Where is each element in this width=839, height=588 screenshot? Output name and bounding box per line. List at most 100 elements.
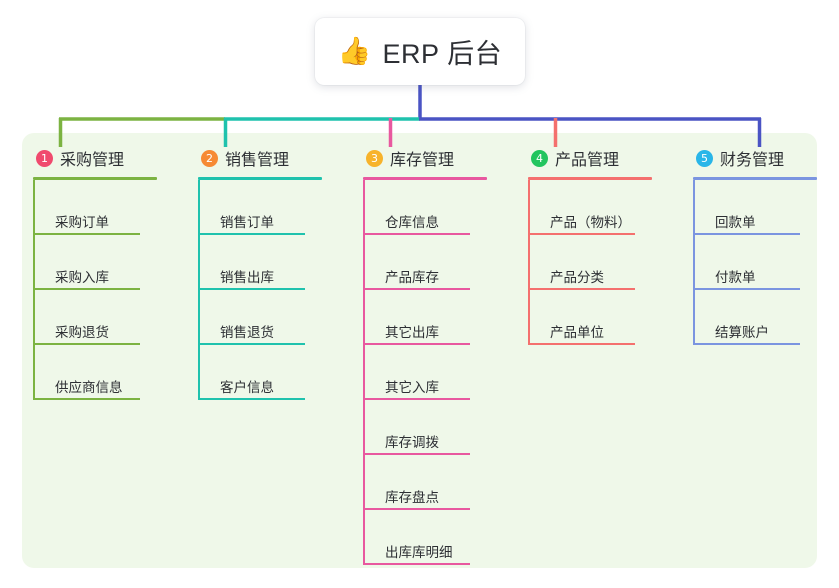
list-item-label: 库存盘点 xyxy=(385,489,439,505)
list-item-rule xyxy=(363,288,470,290)
column-spine-3 xyxy=(363,180,365,565)
list-item-rule xyxy=(33,288,140,290)
column-header-4[interactable]: 4 产品管理 xyxy=(517,145,682,171)
list-item[interactable]: 产品分类 xyxy=(528,235,682,290)
list-item[interactable]: 销售出库 xyxy=(198,235,352,290)
column-4: 4 产品管理产品（物料） 产品分类产品单位 xyxy=(517,145,682,345)
list-item-rule xyxy=(363,233,470,235)
column-items-3: 仓库信息产品库存其它出库其它入库库存调拨库存盘点出库库明细 xyxy=(363,180,517,565)
list-item-rule xyxy=(693,233,800,235)
root-title: ERP 后台 xyxy=(382,39,503,69)
column-badge-4: 4 xyxy=(531,149,548,167)
list-item-label: 采购订单 xyxy=(55,214,109,230)
column-header-rule-2 xyxy=(198,177,322,180)
list-item[interactable]: 其它出库 xyxy=(363,290,517,345)
column-spine-2 xyxy=(198,180,200,400)
column-3: 3 库存管理仓库信息产品库存其它出库其它入库库存调拨库存盘点出库库明细 xyxy=(352,145,517,565)
list-item-rule xyxy=(693,343,800,345)
column-items-2: 销售订单销售出库销售退货客户信息 xyxy=(198,180,352,400)
list-item[interactable]: 产品库存 xyxy=(363,235,517,290)
list-item-label: 供应商信息 xyxy=(55,379,123,395)
list-item-label: 销售出库 xyxy=(220,269,274,285)
list-item-label: 客户信息 xyxy=(220,379,274,395)
list-item-rule xyxy=(33,398,140,400)
list-item-label: 回款单 xyxy=(715,214,756,230)
list-item[interactable]: 产品单位 xyxy=(528,290,682,345)
list-item-label: 产品（物料） xyxy=(550,214,631,230)
list-item[interactable]: 其它入库 xyxy=(363,345,517,400)
root-node-content: 👍 ERP 后台 xyxy=(338,32,502,71)
list-item-label: 仓库信息 xyxy=(385,214,439,230)
list-item[interactable]: 客户信息 xyxy=(198,345,352,400)
column-title-2: 销售管理 xyxy=(225,152,290,169)
list-item-rule xyxy=(693,288,800,290)
list-item-rule xyxy=(363,343,470,345)
column-header-rule-3 xyxy=(363,177,487,180)
list-item-rule xyxy=(363,453,470,455)
list-item-label: 出库库明细 xyxy=(385,544,453,560)
column-header-3[interactable]: 3 库存管理 xyxy=(352,145,517,171)
list-item[interactable]: 供应商信息 xyxy=(33,345,187,400)
list-item-rule xyxy=(33,343,140,345)
list-item-label: 产品库存 xyxy=(385,269,439,285)
list-item[interactable]: 付款单 xyxy=(693,235,839,290)
list-item-rule xyxy=(528,343,635,345)
list-item-label: 采购退货 xyxy=(55,324,109,340)
column-header-rule-4 xyxy=(528,177,652,180)
column-title-4: 产品管理 xyxy=(555,152,620,169)
list-item[interactable]: 采购入库 xyxy=(33,235,187,290)
list-item[interactable]: 仓库信息 xyxy=(363,180,517,235)
list-item-label: 产品分类 xyxy=(550,269,604,285)
column-header-5[interactable]: 5 财务管理 xyxy=(682,145,839,171)
list-item[interactable]: 采购订单 xyxy=(33,180,187,235)
column-items-4: 产品（物料） 产品分类产品单位 xyxy=(528,180,682,345)
list-item-rule xyxy=(198,233,305,235)
column-badge-3: 3 xyxy=(366,149,383,167)
list-item-rule xyxy=(363,563,470,565)
list-item[interactable]: 销售退货 xyxy=(198,290,352,345)
list-item[interactable]: 结算账户 xyxy=(693,290,839,345)
list-item[interactable]: 库存盘点 xyxy=(363,455,517,510)
list-item[interactable]: 采购退货 xyxy=(33,290,187,345)
list-item-label: 销售退货 xyxy=(220,324,274,340)
column-badge-5: 5 xyxy=(696,149,713,167)
list-item-rule xyxy=(198,288,305,290)
list-item-rule xyxy=(528,233,635,235)
column-header-2[interactable]: 2 销售管理 xyxy=(187,145,352,171)
list-item-rule xyxy=(363,508,470,510)
list-item-label: 销售订单 xyxy=(220,214,274,230)
column-title-3: 库存管理 xyxy=(390,152,455,169)
list-item[interactable]: 销售订单 xyxy=(198,180,352,235)
list-item[interactable]: 出库库明细 xyxy=(363,510,517,565)
root-node[interactable]: 👍 ERP 后台 xyxy=(315,18,525,85)
list-item-label: 付款单 xyxy=(715,269,756,285)
column-badge-2: 2 xyxy=(201,149,218,167)
column-spine-4 xyxy=(528,180,530,345)
list-item-label: 其它入库 xyxy=(385,379,439,395)
list-item-rule xyxy=(33,233,140,235)
column-badge-1: 1 xyxy=(36,149,53,167)
column-header-rule-1 xyxy=(33,177,157,180)
list-item[interactable]: 回款单 xyxy=(693,180,839,235)
list-item-label: 产品单位 xyxy=(550,324,604,340)
column-5: 5 财务管理回款单付款单结算账户 xyxy=(682,145,839,345)
column-title-1: 采购管理 xyxy=(60,152,125,169)
content-panel xyxy=(22,133,817,568)
column-1: 1 采购管理采购订单采购入库采购退货供应商信息 xyxy=(22,145,187,400)
list-item-rule xyxy=(363,398,470,400)
thumbs-up-icon: 👍 xyxy=(337,36,372,66)
list-item-label: 采购入库 xyxy=(55,269,109,285)
column-title-5: 财务管理 xyxy=(720,152,785,169)
column-items-1: 采购订单采购入库采购退货供应商信息 xyxy=(33,180,187,400)
list-item-rule xyxy=(528,288,635,290)
list-item-rule xyxy=(198,343,305,345)
column-header-1[interactable]: 1 采购管理 xyxy=(22,145,187,171)
list-item-rule xyxy=(198,398,305,400)
column-items-5: 回款单付款单结算账户 xyxy=(693,180,839,345)
column-spine-5 xyxy=(693,180,695,345)
column-header-rule-5 xyxy=(693,177,817,180)
list-item-label: 库存调拨 xyxy=(385,434,439,450)
list-item[interactable]: 产品（物料） xyxy=(528,180,682,235)
list-item[interactable]: 库存调拨 xyxy=(363,400,517,455)
